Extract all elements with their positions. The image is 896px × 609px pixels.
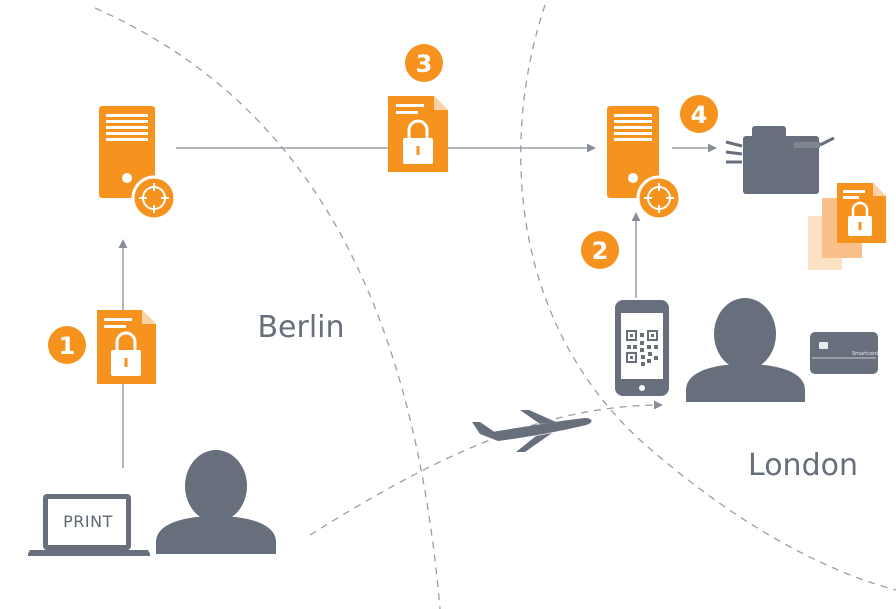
berlin-server-icon	[99, 106, 177, 221]
step-badge-2: 2	[581, 231, 619, 269]
step-number: 3	[416, 50, 433, 78]
user-silhouette-icon	[686, 298, 805, 402]
london-server-icon	[607, 106, 682, 221]
encrypted-document-icon	[97, 310, 156, 384]
city-label-berlin: Berlin	[257, 310, 344, 345]
smartcard-label: Smartcard	[852, 351, 878, 357]
step-number: 1	[59, 332, 76, 360]
airplane-icon	[472, 410, 592, 452]
laptop-icon: PRINT	[28, 494, 150, 556]
printed-documents	[808, 183, 886, 270]
step-badge-4: 4	[680, 95, 718, 133]
step-badge-3: 3	[405, 44, 443, 82]
smartcard-icon: Smartcard	[810, 332, 878, 374]
user-silhouette-icon	[156, 450, 276, 554]
city-label-london: London	[748, 448, 858, 483]
berlin-region-boundary	[94, 7, 441, 609]
printer-icon	[725, 126, 835, 194]
encrypted-document-icon	[837, 183, 886, 243]
smartphone-qr-icon	[615, 300, 669, 396]
encrypted-document-icon	[388, 96, 448, 172]
step-badge-1: 1	[48, 326, 86, 364]
laptop-screen-label: PRINT	[63, 512, 113, 531]
step-number: 2	[592, 237, 609, 265]
crosshair-icon	[131, 175, 177, 221]
crosshair-icon	[636, 175, 682, 221]
step-number: 4	[691, 101, 708, 129]
london-region-boundary	[520, 4, 896, 591]
flight-path	[309, 400, 663, 536]
